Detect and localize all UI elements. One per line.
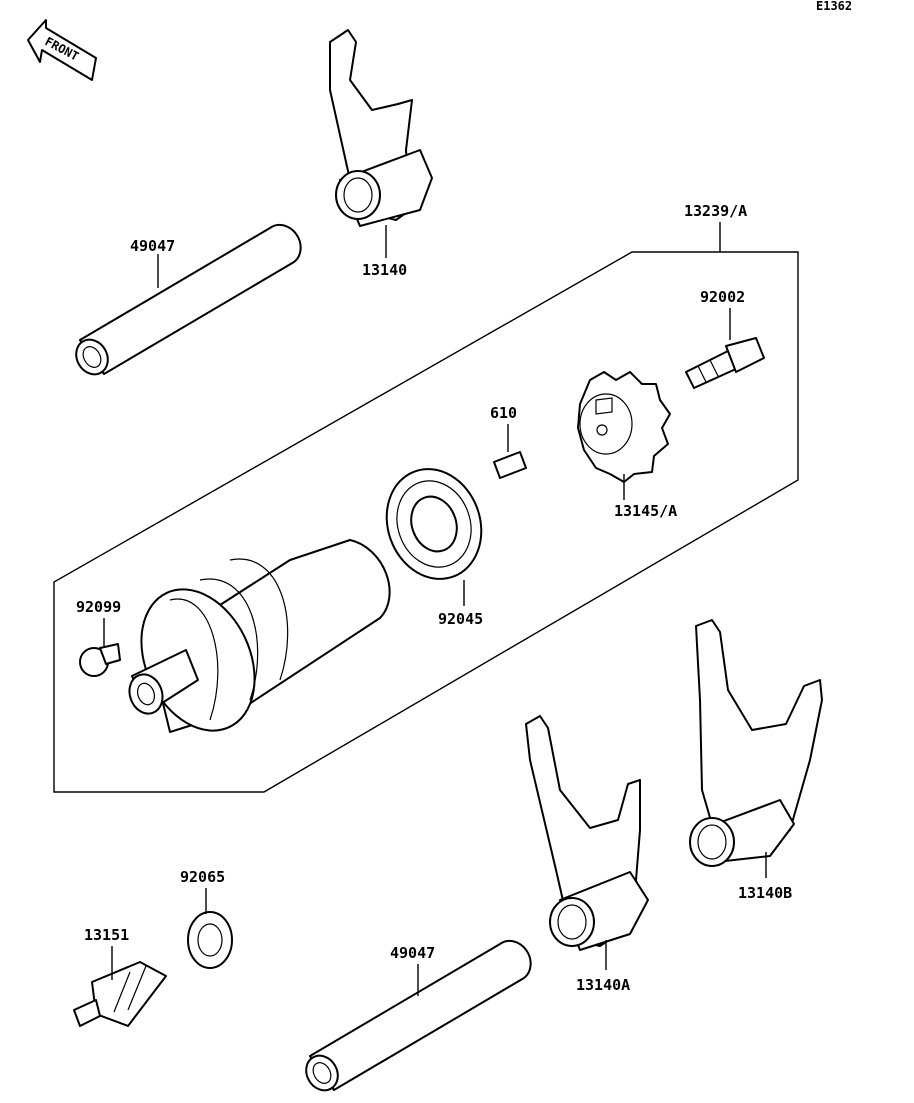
label-switch: 13151 [84, 926, 129, 944]
bearing [385, 468, 483, 580]
shift-fork-b [689, 619, 823, 867]
label-bearing: 92045 [438, 610, 483, 628]
neutral-switch [73, 961, 167, 1027]
label-fork-b: 13140B [738, 884, 792, 902]
shift-fork-a [525, 715, 649, 951]
drum-pin [79, 643, 121, 677]
label-shaft-bottom: 49047 [390, 944, 435, 962]
label-bolt: 92002 [700, 288, 745, 306]
shift-drum [128, 539, 391, 733]
diagram-code: E1362 [816, 0, 852, 13]
label-fork-top: 13140 [362, 261, 407, 279]
label-shaft-top: 49047 [130, 237, 175, 255]
pin [493, 451, 527, 479]
shift-fork-top [329, 29, 433, 227]
washer [187, 911, 233, 969]
bolt [685, 337, 765, 389]
shift-drum-holder [577, 371, 671, 483]
label-washer: 92065 [180, 868, 225, 886]
label-holder: 13145/A [614, 502, 677, 520]
fork-shaft-bottom [305, 939, 532, 1092]
label-pin: 610 [490, 404, 517, 422]
label-pin-drum: 92099 [76, 598, 121, 616]
drum-assembly-outline [53, 251, 799, 793]
fork-shaft-top [75, 223, 302, 376]
label-drum-assy: 13239/A [684, 202, 747, 220]
label-fork-a: 13140A [576, 976, 630, 994]
front-arrow-icon: FRONT [27, 19, 97, 81]
